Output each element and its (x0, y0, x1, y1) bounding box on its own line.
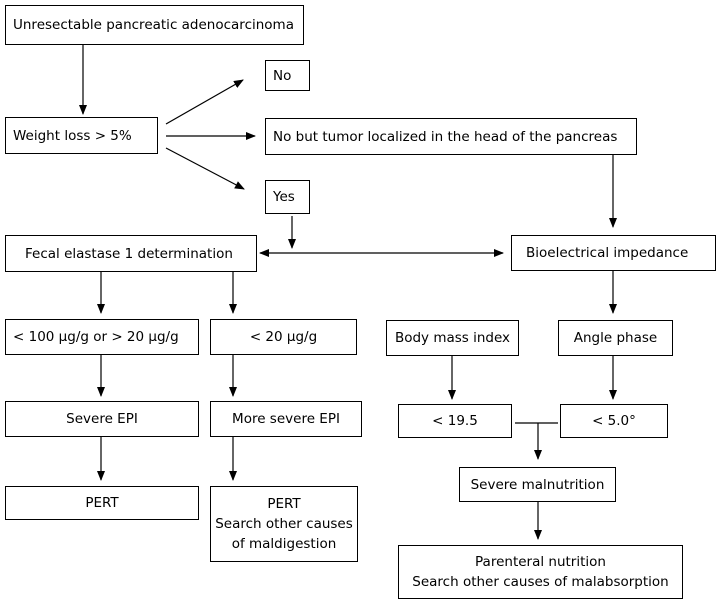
severe-epi-label: Severe EPI (66, 411, 138, 427)
parenteral-line1: Parenteral nutrition (475, 554, 606, 570)
pert-box: PERT (5, 486, 199, 520)
more-severe-epi-label: More severe EPI (232, 411, 340, 427)
parenteral-line2: Search other causes of malabsorption (412, 574, 669, 590)
angle-box: Angle phase (558, 320, 673, 356)
start-box: Unresectable pancreatic adenocarcinoma (5, 5, 304, 45)
fecal-elastase-label: Fecal elastase 1 determination (25, 245, 233, 262)
no-head-box: No but tumor localized in the head of th… (265, 118, 637, 155)
pert-search-line3: of maldigestion (231, 536, 337, 552)
no-box: No (265, 60, 310, 91)
no-label: No (273, 67, 292, 84)
pert-search-line1: PERT (267, 496, 301, 512)
fe-low-label: < 20 μg/g (249, 329, 318, 345)
weight-loss-label: Weight loss > 5% (13, 127, 132, 144)
malnutrition-label: Severe malnutrition (470, 476, 605, 493)
pert-search-box: PERT Search other causes of maldigestion (210, 486, 358, 562)
fe-low-box: < 20 μg/g (210, 319, 357, 355)
fe-range-label: < 100 μg/g or > 20 μg/g (13, 329, 179, 345)
bmi-box: Body mass index (386, 320, 519, 356)
malnutrition-box: Severe malnutrition (459, 467, 616, 502)
angle-label: Angle phase (573, 330, 658, 346)
arrow-weight-to-yes (165, 147, 245, 190)
weight-loss-box: Weight loss > 5% (5, 117, 158, 154)
pert-label: PERT (85, 495, 119, 511)
bmi-low-label: < 19.5 (432, 413, 478, 429)
bioimpedance-label: Bioelectrical impedance (526, 245, 689, 261)
yes-box: Yes (265, 180, 310, 214)
bmi-low-box: < 19.5 (398, 404, 512, 438)
yes-label: Yes (273, 189, 295, 205)
severe-epi-box: Severe EPI (5, 401, 199, 437)
arrow-weight-to-no (165, 79, 244, 125)
angle-low-label: < 5.0° (592, 413, 636, 429)
start-label: Unresectable pancreatic adenocarcinoma (13, 17, 294, 33)
bmi-label: Body mass index (394, 330, 511, 346)
bioimpedance-box: Bioelectrical impedance (511, 235, 716, 271)
fe-range-box: < 100 μg/g or > 20 μg/g (5, 319, 199, 355)
angle-low-box: < 5.0° (560, 404, 668, 438)
pert-search-line2: Search other causes (215, 516, 353, 532)
no-head-label: No but tumor localized in the head of th… (273, 128, 618, 145)
parenteral-box: Parenteral nutrition Search other causes… (398, 545, 683, 599)
fecal-elastase-box: Fecal elastase 1 determination (5, 235, 257, 272)
more-severe-epi-box: More severe EPI (210, 401, 362, 437)
